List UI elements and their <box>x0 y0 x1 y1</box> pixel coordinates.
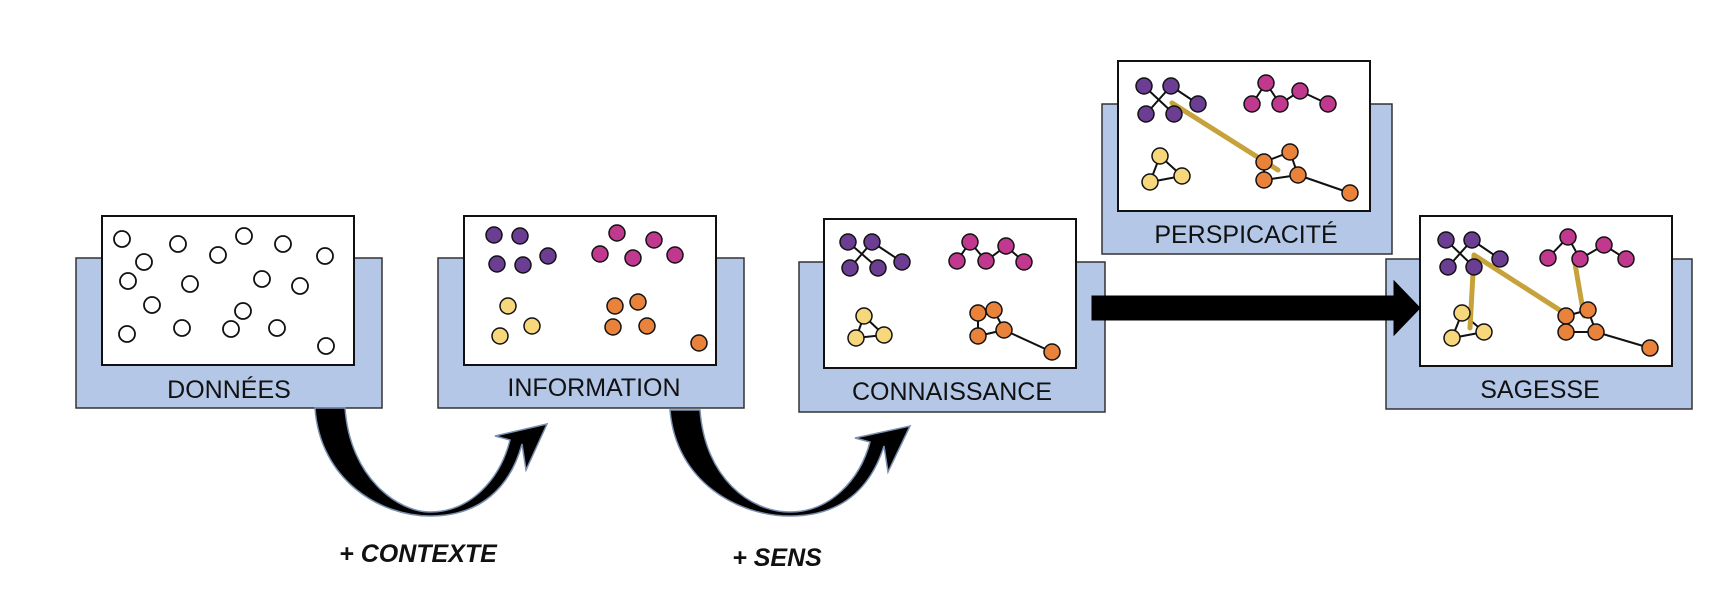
perspicacite-yellow-cluster <box>1141 147 1191 191</box>
donnees-scattered-dots <box>113 227 335 355</box>
transition-label-sens: + SENS <box>732 544 822 572</box>
arrow-donnees-to-information <box>314 407 549 517</box>
sagesse-magenta-cluster <box>1539 228 1635 268</box>
information-yellow-cluster <box>491 297 541 345</box>
connaissance-purple-cluster <box>839 233 911 277</box>
information-orange-cluster <box>604 293 708 352</box>
sagesse-yellow-cluster <box>1443 304 1493 347</box>
connaissance-yellow-cluster <box>847 307 893 347</box>
connaissance-magenta-cluster <box>948 233 1033 271</box>
perspicacite-purple-cluster <box>1135 77 1207 123</box>
stage-donnees: DONNÉES <box>75 215 383 409</box>
curved-arrow-icon <box>669 409 912 517</box>
sagesse-orange-cluster <box>1557 301 1659 357</box>
perspicacite-label: PERSPICACITÉ <box>1154 220 1337 249</box>
stage-perspicacite: PERSPICACITÉ <box>1101 60 1393 255</box>
stage-connaissance: CONNAISSANCE <box>798 218 1106 413</box>
transition-label-contexte: + CONTEXTE <box>339 540 498 568</box>
connaissance-label: CONNAISSANCE <box>852 378 1052 406</box>
arrow-connaissance-to-sagesse <box>1091 279 1421 337</box>
curved-arrow-icon <box>314 407 549 517</box>
arrow-information-to-connaissance <box>669 409 912 517</box>
sagesse-purple-cluster <box>1437 231 1509 276</box>
stage-information: INFORMATION <box>437 215 745 409</box>
donnees-card <box>101 215 355 366</box>
donnees-label: DONNÉES <box>167 375 291 404</box>
stage-sagesse: SAGESSE <box>1385 215 1693 410</box>
straight-arrow-icon <box>1091 279 1421 337</box>
information-purple-cluster <box>485 226 557 274</box>
sagesse-card <box>1419 215 1673 367</box>
perspicacite-magenta-cluster <box>1243 74 1337 113</box>
information-magenta-cluster <box>591 224 684 267</box>
perspicacite-orange-cluster <box>1255 143 1359 202</box>
connaissance-orange-cluster <box>969 301 1061 361</box>
sagesse-label: SAGESSE <box>1480 376 1600 404</box>
information-label: INFORMATION <box>507 374 680 402</box>
